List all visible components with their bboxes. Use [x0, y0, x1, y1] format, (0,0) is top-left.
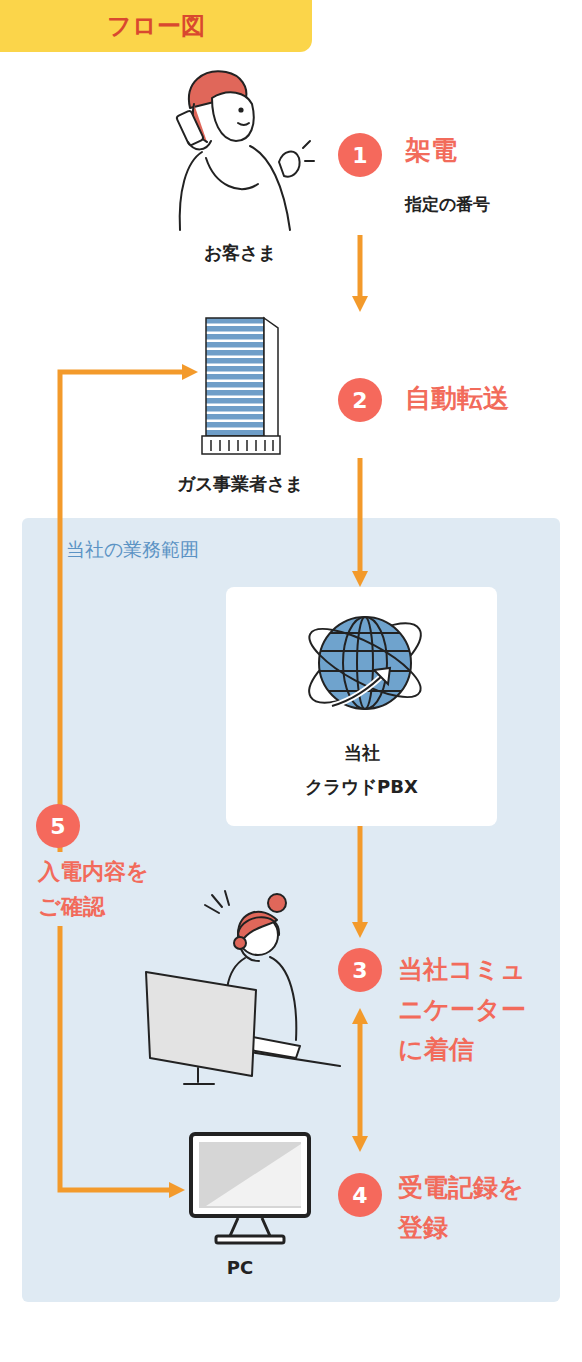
globe-stroke [321, 650, 410, 652]
pc-illustration-part [191, 1134, 309, 1216]
pbx-box: 当社 クラウドPBX [226, 587, 497, 826]
node-shapes [22, 518, 560, 1302]
globe-stroke [320, 670, 411, 672]
customer-illustration-part [303, 141, 314, 161]
customer-illustration-part [188, 141, 211, 149]
step-label: 受電記録を登録 [398, 1168, 528, 1248]
step-number: 1 [338, 133, 382, 177]
node-label: お客さま [204, 241, 276, 264]
building-illustration-part [264, 318, 278, 442]
node-label: PC [227, 1256, 253, 1279]
globe-stroke [332, 672, 386, 706]
step-number: 3 [338, 948, 382, 992]
customer-illustration-part [176, 110, 204, 146]
step-label: 架電 [405, 134, 457, 168]
pc-illustration-part [206, 1144, 301, 1206]
communicator-illustration-part [268, 894, 286, 912]
building-illustration-part [206, 318, 264, 436]
globe-stroke [374, 668, 390, 684]
edge-label: 入電内容をご確認 [36, 852, 154, 926]
customer-illustration-part [206, 158, 258, 189]
flow-arrow [358, 235, 363, 304]
communicator-illustration-part [238, 917, 279, 938]
communicator-illustration-part [146, 972, 256, 1076]
communicator-illustration-part [234, 937, 246, 949]
title-text: フロー図 [107, 10, 205, 42]
communicator-illustration-part [270, 957, 296, 1040]
node-label: ガス事業者さま [177, 472, 303, 495]
node-label: 当社の業務範囲 [66, 537, 199, 562]
building-illustration-part [211, 440, 273, 451]
building-illustration-part [202, 436, 280, 454]
step-number: 4 [338, 1173, 382, 1217]
step-number: 2 [338, 378, 382, 422]
globe-stroke [332, 672, 386, 706]
scope-band-shape [22, 518, 560, 1302]
pc-illustration [191, 1134, 309, 1243]
globe-stroke [343, 617, 387, 709]
customer-illustration-part [212, 92, 254, 141]
flow-arrow [358, 458, 363, 579]
step-label: 指定の番号 [405, 193, 490, 215]
globe-stroke [301, 616, 429, 710]
node-label: 当社 クラウドPBX [299, 736, 425, 804]
communicator-illustration [146, 891, 340, 1084]
flow-arrow [358, 826, 363, 930]
flow-arrow [60, 372, 190, 1190]
pbx-box-shape [226, 587, 497, 826]
flow-arrow [358, 1016, 363, 1144]
node-label: 当社コミュニケーターに着信 [398, 950, 528, 1070]
title-tab: フロー図 [0, 0, 312, 52]
customer-illustration-part [239, 108, 242, 111]
pc-illustration-part [216, 1236, 284, 1243]
customer-illustration-part [238, 123, 249, 125]
customer-illustration [176, 71, 314, 230]
pc-illustration-part [230, 1218, 270, 1236]
globe-stroke [298, 609, 432, 718]
globe-illustration [298, 609, 432, 718]
step-label: 自動転送 [405, 382, 509, 416]
step-number: 5 [36, 804, 80, 848]
pc-illustration-part [199, 1142, 301, 1208]
customer-illustration-part [180, 152, 202, 230]
customer-illustration-part [279, 152, 300, 177]
building-illustration [202, 318, 280, 454]
communicator-illustration-part [184, 1068, 214, 1084]
communicator-illustration-part [205, 891, 229, 913]
